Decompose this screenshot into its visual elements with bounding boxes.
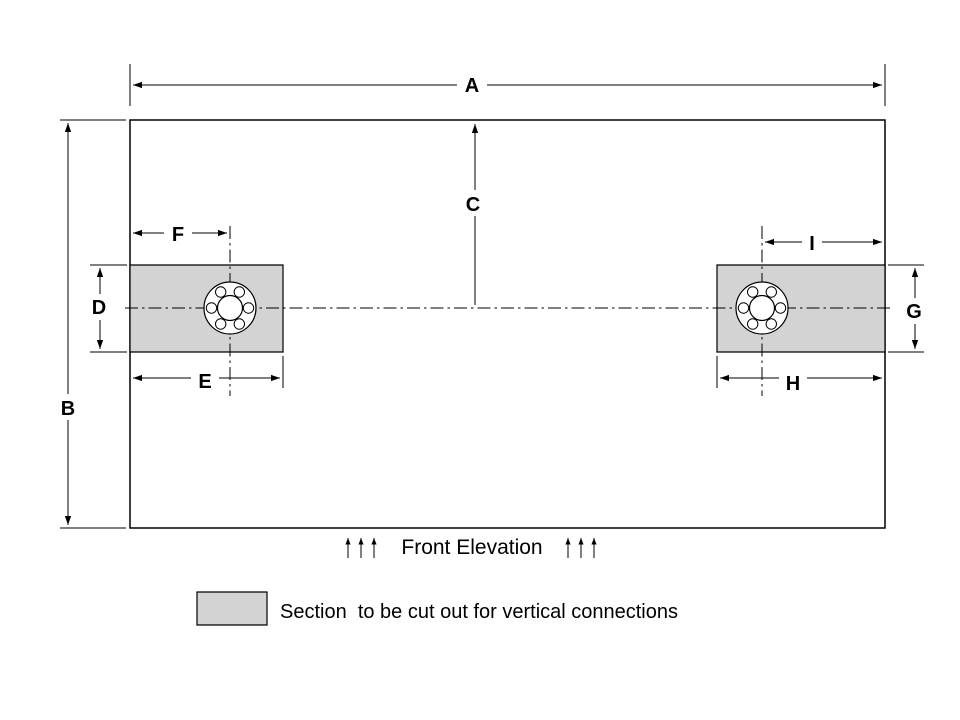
flange-right-bolt-holes [738, 287, 785, 329]
dim-B-label: B [61, 398, 75, 420]
up-arrows-right-icon [565, 538, 597, 558]
dim-E-label: E [198, 371, 211, 393]
dim-F-label-bg [164, 221, 192, 247]
dim-B-label-bg [54, 394, 82, 420]
bolt-hole [243, 303, 253, 313]
legend-text: Section to be cut out for vertical conne… [280, 601, 678, 623]
dim-E-label-bg [191, 368, 219, 394]
front-elevation-caption-group: Front Elevation [345, 536, 597, 559]
bolt-hole [206, 303, 216, 313]
dimension-A: A [130, 64, 885, 106]
dim-C-label-bg [460, 190, 486, 216]
legend-cutout-swatch [197, 592, 267, 625]
bolt-hole [216, 287, 226, 297]
dimension-C: C [460, 124, 486, 305]
bolt-hole [234, 287, 244, 297]
bolt-hole [766, 287, 776, 297]
dim-I-label: I [809, 233, 815, 255]
bolt-hole [234, 319, 244, 329]
dim-D-label-bg [85, 294, 113, 320]
bolt-hole [216, 319, 226, 329]
flange-left-bolt-holes [206, 287, 253, 329]
dimension-H: H [717, 356, 882, 396]
flange-right [736, 282, 788, 334]
dimension-D: D [85, 265, 127, 352]
flange-right-inner-circle [750, 296, 775, 321]
dimension-B: B [54, 120, 126, 528]
dim-A-label: A [465, 75, 479, 97]
dim-H-label-bg [779, 370, 807, 396]
front-elevation-caption: Front Elevation [401, 536, 542, 559]
bolt-hole [775, 303, 785, 313]
dimension-G: G [888, 265, 929, 352]
dimension-E: E [133, 356, 283, 394]
dim-F-label: F [172, 224, 184, 246]
dim-H-label: H [786, 373, 800, 395]
bolt-hole [766, 319, 776, 329]
up-arrows-left-icon [345, 538, 377, 558]
dimension-F: F [133, 221, 227, 247]
dim-D-label: D [92, 297, 106, 319]
dim-C-label: C [466, 194, 480, 216]
dim-G-label-bg [899, 298, 929, 324]
legend: Section to be cut out for vertical conne… [197, 592, 678, 625]
bolt-hole [738, 303, 748, 313]
bolt-hole [748, 287, 758, 297]
flange-left [204, 282, 256, 334]
flange-left-inner-circle [218, 296, 243, 321]
dim-I-label-bg [802, 230, 822, 256]
bolt-hole [748, 319, 758, 329]
dim-A-label-bg [457, 70, 487, 96]
dimension-I: I [765, 230, 882, 256]
dim-G-label: G [906, 301, 922, 323]
